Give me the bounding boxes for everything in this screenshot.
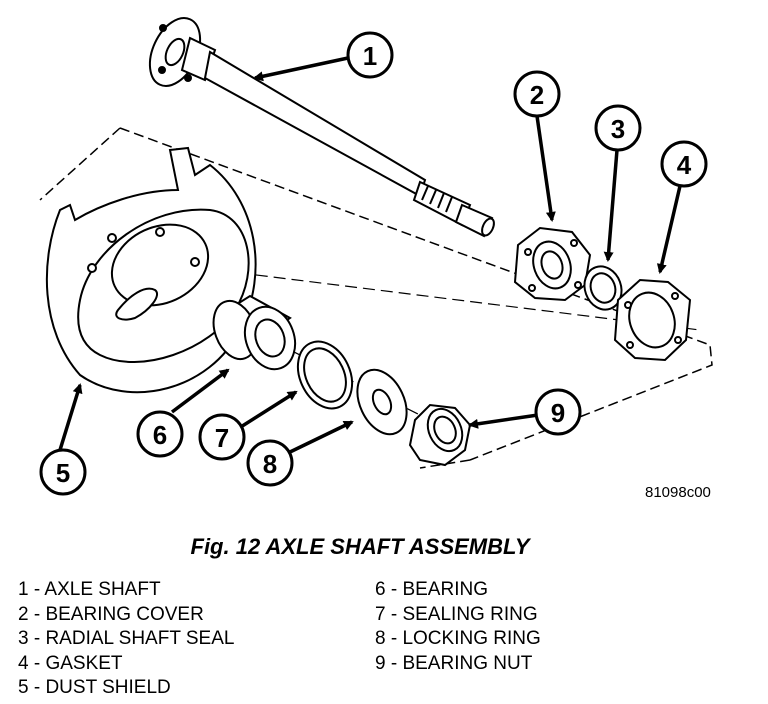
- legend-item-7: 7 - SEALING RING: [375, 603, 538, 625]
- legend-item-8: 8 - LOCKING RING: [375, 628, 541, 649]
- leader-2: [535, 115, 556, 222]
- dust-shield-drawing: [45, 146, 257, 394]
- leader-8: [289, 420, 354, 454]
- callout-3: 3: [594, 104, 642, 152]
- gasket-drawing: [613, 278, 692, 362]
- legend-item-3: 3 - RADIAL SHAFT SEAL: [18, 628, 235, 649]
- bearing-nut-drawing: [408, 403, 472, 467]
- bearing-cover-drawing: [513, 226, 592, 302]
- callout-2-number: 2: [530, 80, 544, 110]
- bearing-drawing: [212, 294, 297, 371]
- radial-shaft-seal-drawing: [583, 265, 623, 311]
- callout-6-number: 6: [153, 420, 167, 450]
- legend-item-9: 9 - BEARING NUT: [375, 652, 533, 674]
- assembly-outline: [39, 127, 713, 469]
- legend-right: 6 - BEARING 7 - SEALING RING 8 - LOCKING…: [375, 578, 541, 676]
- callout-1-number: 1: [363, 41, 377, 71]
- callout-5-number: 5: [56, 458, 70, 488]
- legend-item-4: 4 - GASKET: [18, 652, 123, 674]
- legend-item-2: 2 - BEARING COVER: [18, 603, 204, 625]
- callout-8: 8: [246, 439, 294, 487]
- legend-left: 1 - AXLE SHAFT 2 - BEARING COVER 3 - RAD…: [18, 578, 234, 701]
- callout-9: 9: [534, 388, 582, 436]
- callout-1: 1: [346, 31, 394, 79]
- callout-6: 6: [136, 410, 184, 458]
- leader-1: [253, 56, 349, 82]
- callout-4-number: 4: [677, 150, 692, 180]
- callout-5: 5: [39, 448, 87, 496]
- leader-6: [170, 368, 230, 414]
- legend-item-6: 6 - BEARING: [375, 579, 488, 600]
- callout-7-number: 7: [215, 423, 229, 453]
- callout-9-number: 9: [551, 398, 565, 428]
- leader-4: [656, 185, 682, 274]
- legend-item-5: 5 - DUST SHIELD: [18, 677, 171, 698]
- callout-8-number: 8: [263, 449, 277, 479]
- leader-5: [58, 383, 83, 451]
- leader-7: [235, 390, 298, 432]
- locking-ring-drawing: [356, 368, 408, 436]
- axle-shaft-drawing: [148, 17, 495, 238]
- callout-7: 7: [198, 413, 246, 461]
- leader-9: [468, 413, 539, 429]
- legend-item-1: 1 - AXLE SHAFT: [18, 579, 161, 600]
- figure-ref-code: 81098c00: [645, 484, 711, 501]
- leader-arrows: [58, 56, 682, 454]
- sealing-ring-drawing: [296, 340, 354, 410]
- leader-3: [603, 149, 619, 262]
- callout-2: 2: [513, 70, 561, 118]
- callout-3-number: 3: [611, 114, 625, 144]
- figure-title: Fig. 12 AXLE SHAFT ASSEMBLY: [190, 534, 530, 559]
- exploded-view-diagram: 1 2 3 4 5 6 7 8 9 81098c00: [39, 17, 713, 501]
- callout-4: 4: [660, 140, 708, 188]
